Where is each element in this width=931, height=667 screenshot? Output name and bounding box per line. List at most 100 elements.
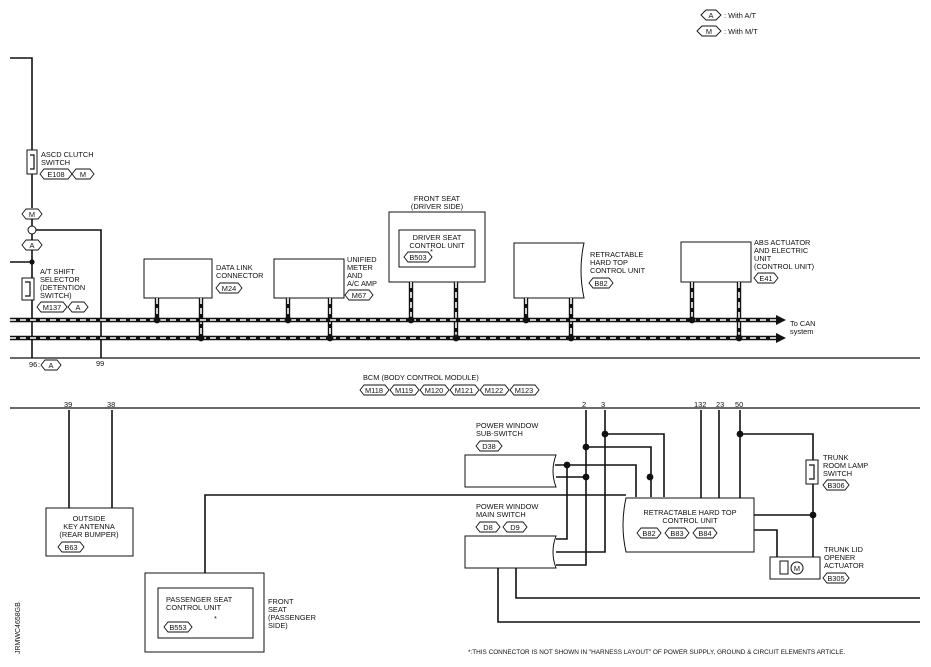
passenger-seat-connector: B553 — [169, 623, 186, 632]
at-shift-label-2: SELECTOR — [40, 275, 80, 284]
can-modules: DATA LINK CONNECTOR M24 UNIFIED METER AN… — [143, 194, 814, 301]
pw-sub-label-1: POWER WINDOW — [476, 421, 538, 430]
pw-main-label-2: MAIN SWITCH — [476, 510, 526, 519]
option-tag-a — [700, 9, 722, 21]
bcm-connector-1: M118 — [365, 386, 383, 395]
trunk-lid-connector: B305 — [827, 574, 844, 583]
ascd-label-2: SWITCH — [41, 158, 70, 167]
bcm-connector-3: M120 — [425, 386, 444, 395]
abs-actuator-box — [680, 241, 752, 283]
meter-label-3: AND — [347, 271, 363, 280]
hardtop-rear-label-2: CONTROL UNIT — [662, 516, 718, 525]
trunk-lid-label-2: OPENER — [824, 553, 855, 562]
retractable-hardtop-box — [513, 242, 585, 299]
hardtop-rear-box — [622, 497, 755, 553]
hardtop-rear-label-1: RETRACTABLE HARD TOP — [643, 508, 736, 517]
hardtop-rear-connector-1: B82 — [642, 529, 655, 538]
at-shift-label-1: A/T SHIFT — [40, 267, 75, 276]
at-shift-switch-symbol — [21, 277, 35, 301]
motor-label: M — [794, 564, 800, 573]
pin-96: 96 — [29, 360, 37, 369]
pin-99: 99 — [96, 359, 104, 368]
at-shift-option: A — [76, 303, 81, 312]
hardtop-rear-connector-3: B84 — [698, 529, 711, 538]
dlc-connector: M24 — [222, 284, 236, 293]
abs-connector: E41 — [759, 274, 772, 283]
trunk-lamp-label-2: ROOM LAMP — [823, 461, 868, 470]
at-shift-label-3: (DETENTION — [40, 283, 85, 292]
legend-a-code: A — [709, 11, 714, 20]
trunk-lamp-connector: B306 — [827, 481, 844, 490]
dlc-label-1: DATA LINK — [216, 263, 253, 272]
can-label-1: To CAN — [790, 319, 815, 328]
left-circuit: ASCD CLUTCH SWITCH E108 M M A A/T SHIFT … — [10, 57, 102, 358]
meter-label-4: A/C AMP — [347, 279, 377, 288]
pin-96-option: A — [49, 361, 54, 370]
pin-39: 39 — [64, 400, 72, 409]
ascd-label-1: ASCD CLUTCH — [41, 150, 94, 159]
data-link-connector-box — [143, 258, 213, 299]
ascd-switch-symbol — [26, 149, 38, 175]
dlc-label-2: CONNECTOR — [216, 271, 264, 280]
front-seat-driver-label-1: FRONT SEAT — [414, 194, 461, 203]
abs-label-2: AND ELECTRIC — [754, 246, 809, 255]
diagram-code: JRMWC4658GB — [15, 602, 22, 654]
trunk-lamp-label-3: SWITCH — [823, 469, 852, 478]
passenger-front-label-2: SEAT — [268, 605, 287, 614]
bcm-connector-5: M122 — [485, 386, 504, 395]
legend-a-text: : With A/T — [724, 11, 757, 20]
ascd-connector: E108 — [47, 170, 64, 179]
passenger-front-label-4: SIDE) — [268, 621, 288, 630]
can-drops — [154, 282, 742, 338]
branch-option-a: A — [30, 241, 35, 250]
bcm: 96 : A 99 BCM (BODY CONTROL MODULE) M118… — [10, 357, 920, 409]
bcm-connector-4: M121 — [455, 386, 474, 395]
pin-50: 50 — [735, 400, 743, 409]
hardtop-label-1: RETRACTABLE — [590, 250, 643, 259]
svg-text::: : — [38, 360, 40, 369]
driver-seat-connector: B503 — [409, 253, 426, 262]
pw-sub-label-2: SUB-SWITCH — [476, 429, 523, 438]
trunk-lid-label-1: TRUNK LID — [824, 545, 863, 554]
branch-option-m: M — [29, 210, 35, 219]
pw-main-label-1: POWER WINDOW — [476, 502, 538, 511]
hardtop-label-2: HARD TOP — [590, 258, 628, 267]
trunk-lid-label-3: ACTUATOR — [824, 561, 864, 570]
abs-label-4: (CONTROL UNIT) — [754, 262, 814, 271]
at-shift-connector: M137 — [43, 303, 62, 312]
trunk-lamp-label-1: TRUNK — [823, 453, 849, 462]
meter-connector: M67 — [352, 291, 366, 300]
ascd-option: M — [80, 170, 86, 179]
pin-38: 38 — [107, 400, 115, 409]
pin-2: 2 — [582, 400, 586, 409]
driver-seat-label-1: DRIVER SEAT — [413, 233, 462, 242]
passenger-seat-label-1: PASSENGER SEAT — [166, 595, 233, 604]
pw-sub-switch-box — [464, 454, 557, 488]
abs-label-1: ABS ACTUATOR — [754, 238, 810, 247]
driver-seat-star: * — [430, 247, 433, 256]
legend-m-text: : With M/T — [724, 27, 758, 36]
driver-seat-label-2: CONTROL UNIT — [409, 241, 465, 250]
key-antenna-label-2: KEY ANTENNA — [63, 522, 115, 531]
can-label-2: system — [790, 327, 813, 336]
unified-meter-box — [273, 258, 345, 299]
pw-main-connector-2: D9 — [510, 523, 519, 532]
pin-132: 132 — [694, 400, 706, 409]
key-antenna-label-1: OUTSIDE — [73, 514, 106, 523]
passenger-seat-label-2: CONTROL UNIT — [166, 603, 222, 612]
abs-label-3: UNIT — [754, 254, 772, 263]
motor-icon — [790, 561, 804, 575]
pin-23: 23 — [716, 400, 724, 409]
passenger-front-label-1: FRONT — [268, 597, 294, 606]
key-antenna-connector: B63 — [64, 543, 77, 552]
lower-components: OUTSIDE KEY ANTENNA (REAR BUMPER) B63 PO… — [45, 421, 868, 653]
can-bus: To CAN system — [10, 315, 815, 343]
meter-label-2: METER — [347, 263, 373, 272]
trunk-lamp-switch-symbol — [805, 459, 819, 485]
footnote: *:THIS CONNECTOR IS NOT SHOWN IN "HARNES… — [468, 649, 845, 656]
lower-wires — [68, 410, 920, 623]
bcm-title: BCM (BODY CONTROL MODULE) — [363, 373, 479, 382]
passenger-seat-star: * — [214, 614, 217, 623]
